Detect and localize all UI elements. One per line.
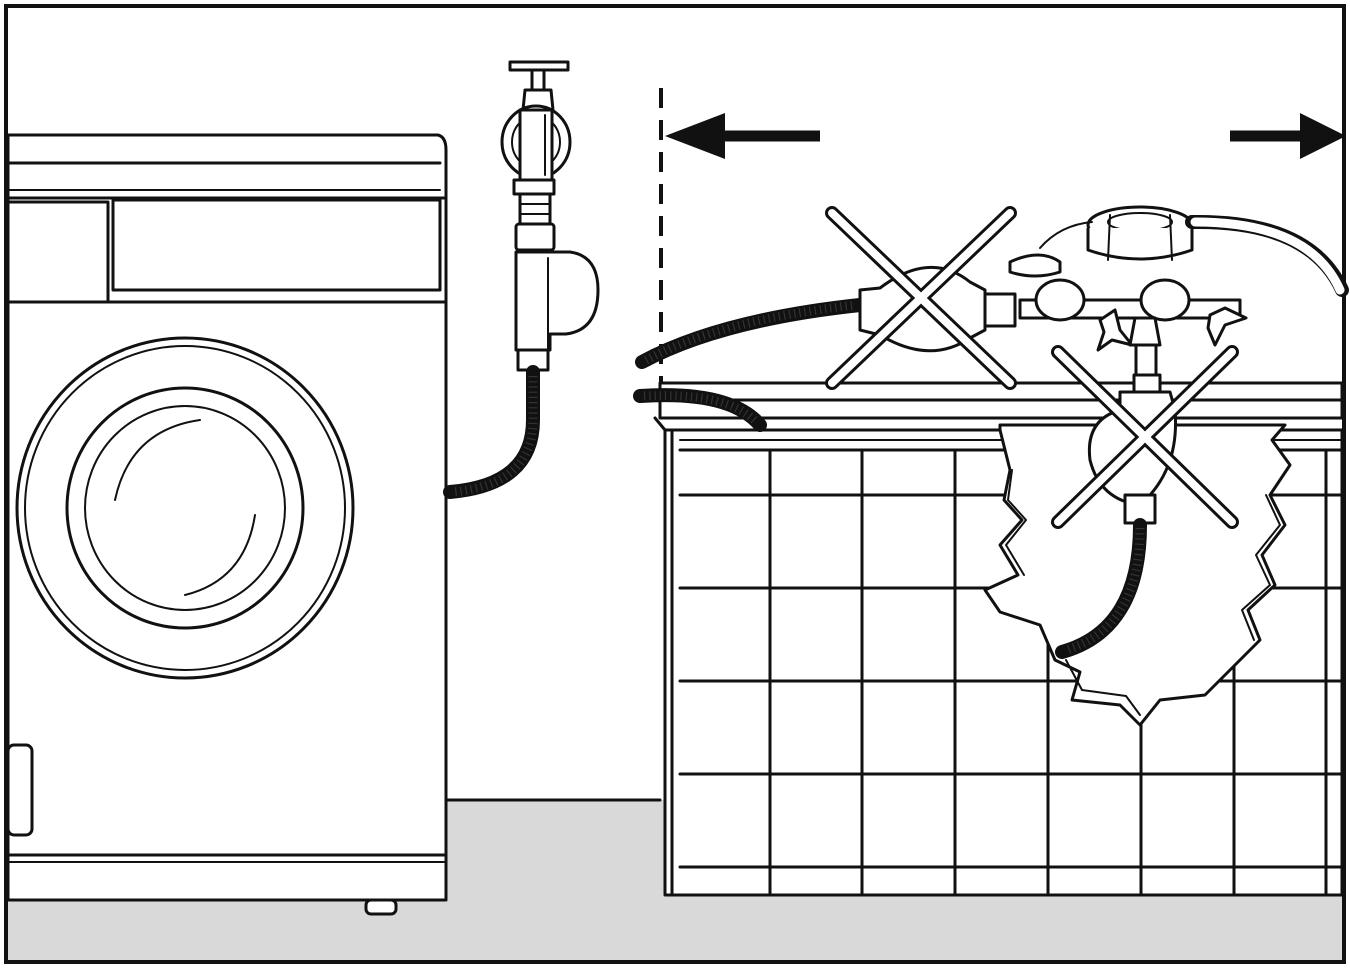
frame-border <box>4 4 1346 964</box>
wall-tap <box>500 60 572 196</box>
washing-machine-door <box>15 336 355 680</box>
right-arrow <box>1230 113 1346 159</box>
control-panel <box>111 198 442 292</box>
bathtub <box>653 381 1344 897</box>
washing-machine <box>6 133 448 916</box>
detergent-drawer <box>6 200 110 304</box>
bath-mixer-tap <box>1008 205 1349 395</box>
left-arrow <box>665 113 820 159</box>
inlet-hose <box>443 365 540 499</box>
prohibited-connection-cross-2 <box>1051 345 1239 529</box>
clearance-marker <box>659 88 1346 400</box>
door-handle <box>6 743 34 837</box>
machine-foot <box>364 898 398 916</box>
tap-connector <box>514 192 600 372</box>
prohibited-connection-cross <box>825 206 1017 390</box>
